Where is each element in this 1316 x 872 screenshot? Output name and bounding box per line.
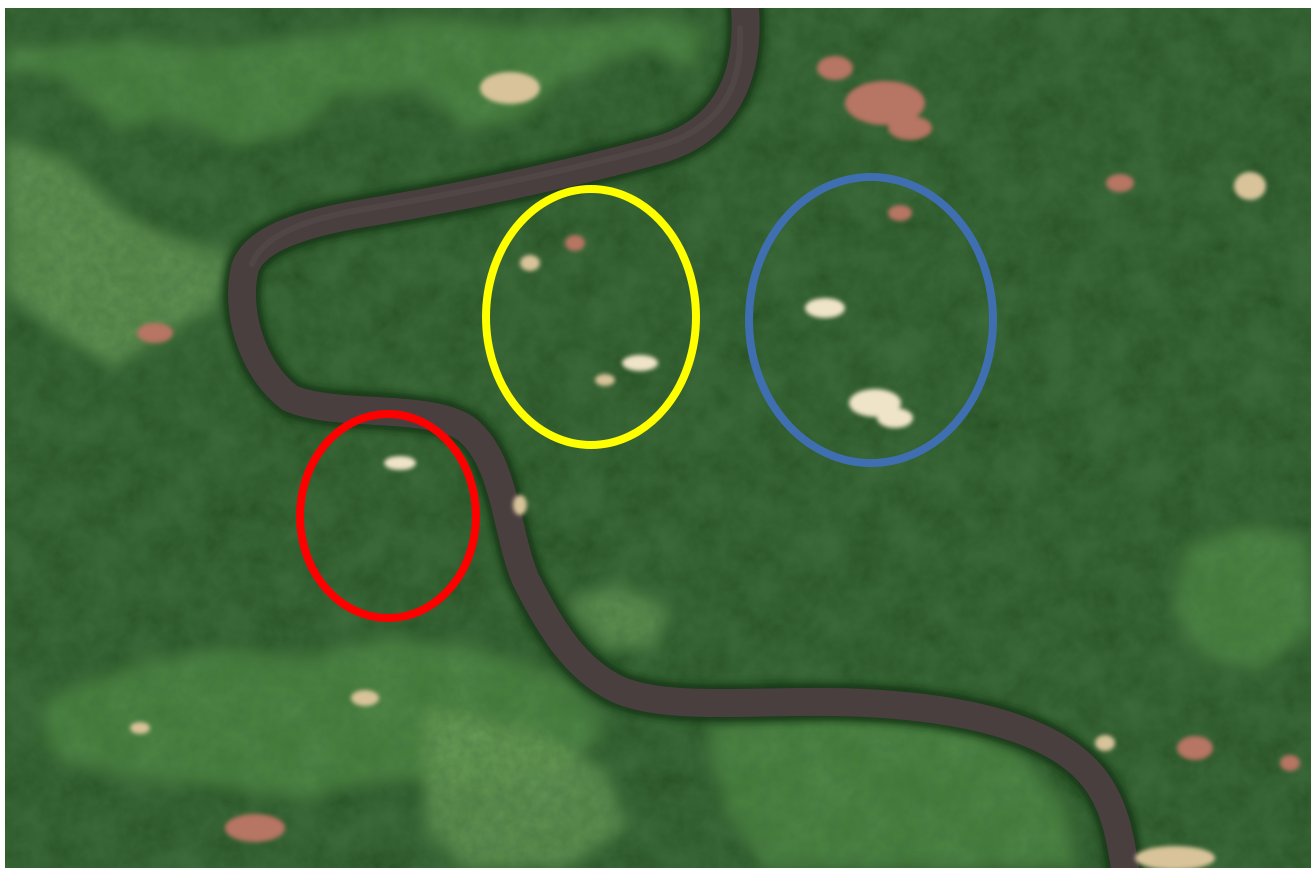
satellite-image-frame [5,8,1311,868]
blue-circle-annotation [745,173,997,467]
river-highlight [249,25,744,267]
river [228,8,1139,868]
satellite-image [5,8,1311,868]
yellow-circle-annotation [482,185,700,449]
clearings [130,56,1300,868]
red-circle-annotation [296,410,480,622]
